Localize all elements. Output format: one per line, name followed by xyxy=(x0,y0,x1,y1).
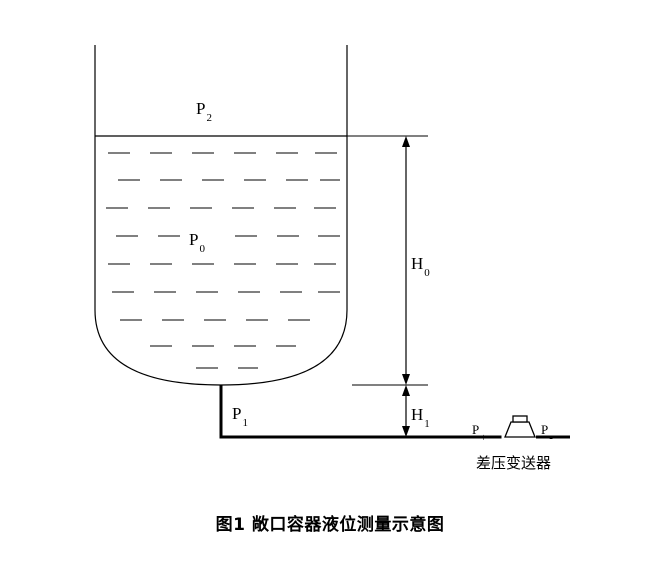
vessel-bottom-curve xyxy=(94,309,348,386)
h1-arrow-bottom xyxy=(402,426,410,437)
impulse-pipe xyxy=(219,384,502,439)
h0-arrow-bottom xyxy=(402,374,410,385)
label-p0: P0 xyxy=(189,230,205,256)
label-p2: P2 xyxy=(196,99,212,125)
label-h0: H0 xyxy=(411,254,430,280)
dimension-witness-lines xyxy=(347,135,470,438)
h1-dimension-line xyxy=(402,385,410,437)
label-p-plus: P+ xyxy=(472,422,487,444)
label-transmitter: 差压变送器 xyxy=(476,454,552,472)
h0-arrow-top xyxy=(402,136,410,147)
transmitter-body xyxy=(504,415,536,438)
liquid-hatch-marks xyxy=(106,152,340,369)
label-h1: H1 xyxy=(411,405,430,431)
h0-dimension-line xyxy=(402,136,410,385)
h1-arrow-top xyxy=(402,385,410,396)
figure-caption: 图1 敞口容器液位测量示意图 xyxy=(215,515,445,535)
label-p1: P1 xyxy=(232,404,248,430)
label-p-minus: P- xyxy=(541,422,553,444)
